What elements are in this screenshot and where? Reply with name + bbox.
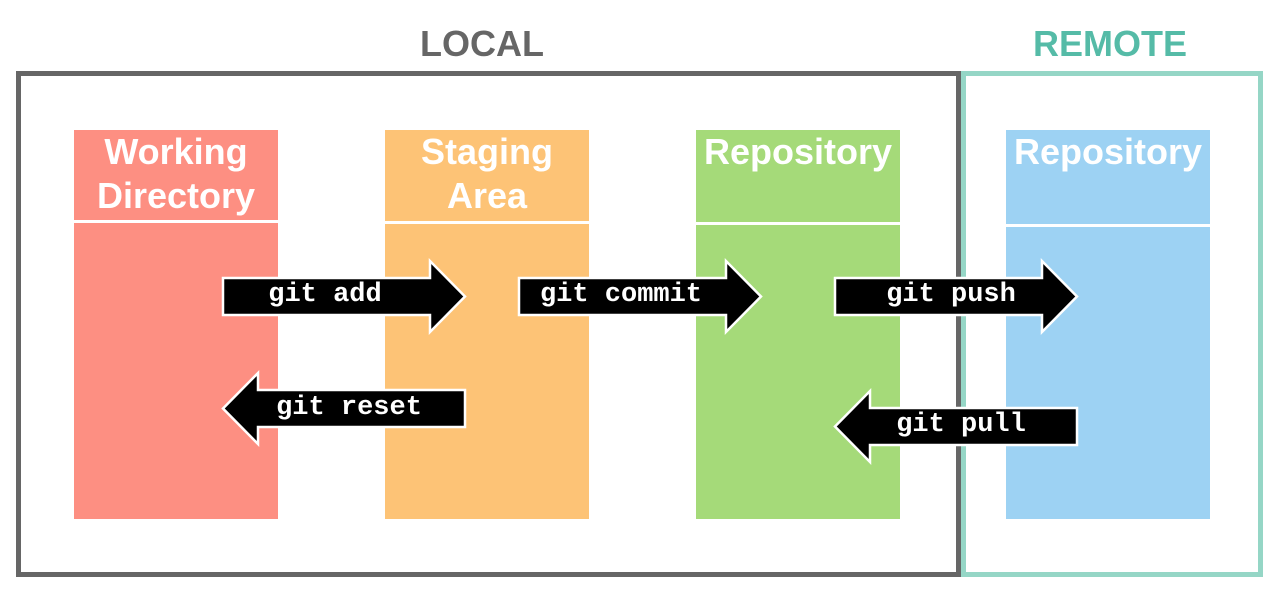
- local-section-title: LOCAL: [420, 23, 544, 64]
- remote-frame: [961, 71, 1263, 577]
- local-repository-title: Repository: [696, 130, 900, 220]
- staging-area-title-line-1: Staging: [421, 131, 553, 172]
- git-add-arrow: [221, 257, 467, 336]
- git-push-label: git push: [886, 280, 1016, 310]
- git-commit-label: git commit: [539, 280, 703, 310]
- staging-area-title-line-2: Area: [446, 175, 528, 216]
- git-push-arrow: [833, 257, 1079, 336]
- staging-area-divider: [385, 221, 589, 224]
- local-frame: [16, 71, 961, 577]
- remote-repository-box: Repository: [1006, 130, 1210, 519]
- working-directory-title-line-1: Working: [104, 131, 248, 172]
- remote-repository-title-line-1: Repository: [1013, 131, 1203, 172]
- git-commit-arrow: [517, 257, 763, 336]
- working-directory-divider: [74, 220, 278, 223]
- working-directory-title-line-2: Directory: [96, 175, 256, 216]
- local-repository-title-line-1: Repository: [703, 131, 893, 172]
- git-pull-arrow: [833, 387, 1079, 466]
- remote-section-title: REMOTE: [1032, 23, 1187, 64]
- local-repository-divider: [696, 222, 900, 225]
- git-add-label: git add: [268, 280, 382, 310]
- remote-repository-divider: [1006, 224, 1210, 227]
- git-reset-arrow: [221, 369, 467, 448]
- git-pull-label: git pull: [896, 410, 1026, 440]
- git-reset-label: git reset: [276, 393, 422, 423]
- remote-repository-title: Repository: [1006, 130, 1210, 220]
